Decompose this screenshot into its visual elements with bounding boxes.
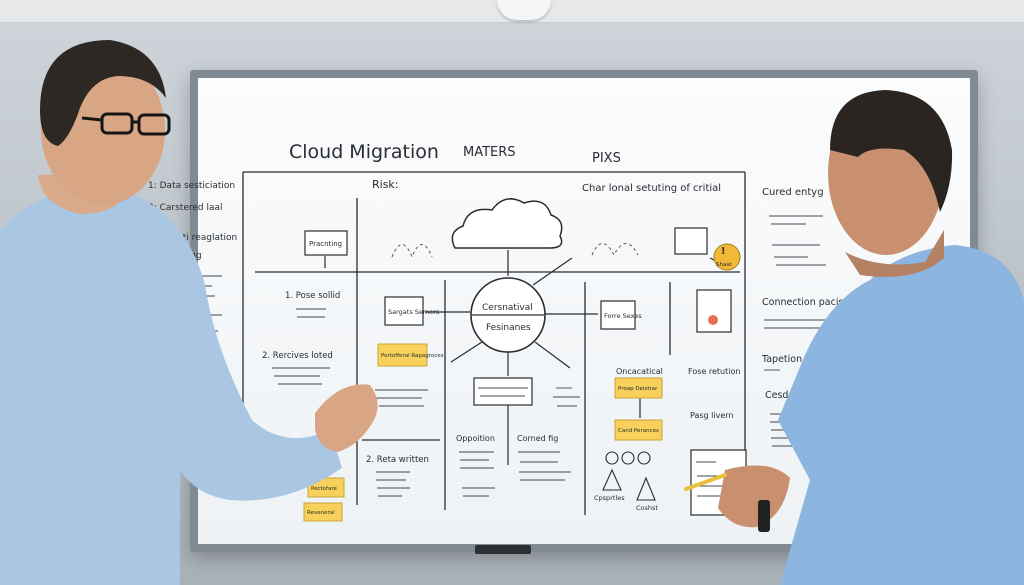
svg-text:Proap Deistrar: Proap Deistrar — [618, 386, 658, 392]
bottom-caption-3: Cpsprtles — [594, 494, 625, 502]
person-right — [684, 90, 1024, 585]
alert-icon — [713, 243, 741, 271]
mid-caption-2: Fose retution — [688, 367, 740, 376]
sticky-note-5 — [303, 502, 343, 522]
person-left — [0, 40, 378, 585]
left-wave-sketch — [391, 244, 433, 259]
right-heading-3: Tapetion writed — [761, 354, 835, 365]
servers-box-label: Sargats Semers — [388, 308, 440, 316]
step-3: 2. Reta written — [366, 455, 429, 465]
process-box — [304, 230, 348, 256]
bottom-caption-2: Corned fig — [517, 434, 558, 443]
right-wave-sketch — [591, 243, 639, 257]
left-list-item-1: 1: Data sesticiation — [148, 181, 235, 191]
hub-label-1: Cersnatival — [482, 303, 533, 313]
pencil-icon — [684, 473, 727, 491]
svg-text:Pectofare: Pectofare — [311, 486, 337, 492]
bottom-caption-4: Coshst — [636, 504, 658, 512]
top-right-heading: Char lonal setuting of critial — [582, 183, 721, 194]
servers-box — [384, 296, 424, 326]
svg-text:!: ! — [721, 246, 726, 257]
svg-text:Reveneral: Reveneral — [307, 510, 335, 516]
board-title-extra-1: MATERS — [463, 145, 516, 160]
board-title: Cloud Migration — [289, 141, 439, 163]
services-box — [600, 300, 636, 330]
right-heading-1: Cured entyg — [762, 187, 824, 198]
hub-label-2: Fesinanes — [486, 323, 531, 333]
diagram-frame — [242, 171, 746, 515]
mid-caption-1: Oncacatical — [616, 367, 663, 376]
lock-box — [696, 289, 732, 333]
top-right-box — [674, 227, 708, 255]
risk-label: Risk: — [372, 178, 399, 191]
svg-text:Portofferal Rapagroces: Portofferal Rapagroces — [381, 353, 444, 359]
left-list-item-2: 2: Carstered laal — [148, 203, 223, 213]
right-heading-2: Connection pacistelar. — [762, 297, 868, 308]
left-list-item-3: 3) Capisti reaglation — [146, 233, 237, 243]
services-box-label: Forre Sexes — [604, 312, 642, 320]
sticky-note-1 — [377, 343, 428, 367]
svg-text:Cand Perances: Cand Perances — [618, 428, 659, 434]
cloud-icon — [451, 198, 563, 249]
step-1: 1. Pose sollid — [285, 291, 340, 301]
lock-icon — [708, 315, 718, 325]
marker-tray — [475, 545, 531, 554]
people-sketch — [602, 451, 656, 501]
lower-center-box — [473, 377, 533, 406]
ceiling-light — [497, 0, 551, 20]
mid-caption-3: Pasg livern — [690, 411, 733, 420]
alert-label: Shaat — [716, 262, 733, 268]
diagram-arrows — [324, 250, 719, 465]
sticky-note-3 — [614, 419, 663, 441]
step-2: 2. Rercives loted — [262, 351, 333, 361]
process-box-label: Pracnting — [309, 240, 342, 248]
bottom-caption-1: Oppoition — [456, 434, 495, 443]
board-title-extra-2: PIXS — [592, 151, 621, 166]
sticky-note-2 — [614, 377, 663, 399]
